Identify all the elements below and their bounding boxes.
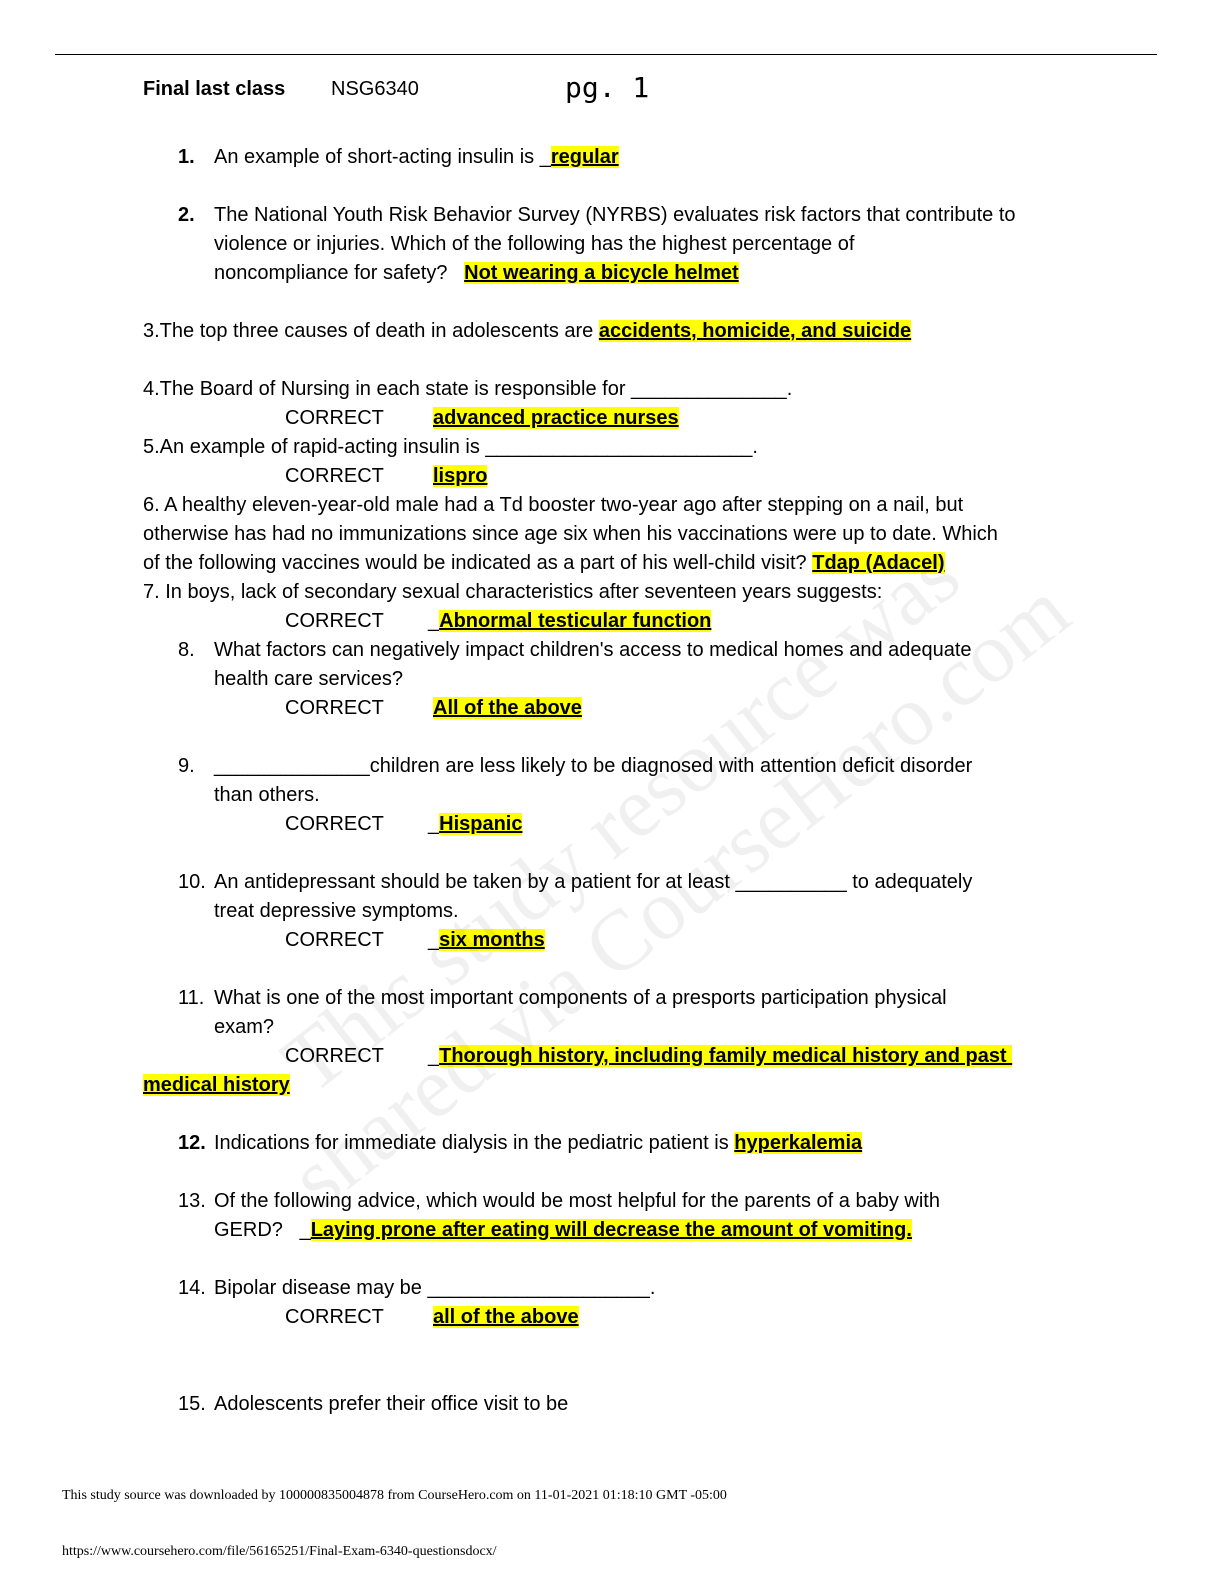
answer-row: _Thorough history, including family medi… xyxy=(428,1042,1013,1071)
answer-highlight: six months xyxy=(439,929,545,951)
answer-row: _Abnormal testicular function xyxy=(428,607,712,636)
question-number: 14. xyxy=(178,1277,206,1299)
question-11-line-2: exam? xyxy=(214,1016,275,1038)
answer-row: advanced practice nurses xyxy=(433,404,679,433)
answer-highlight: accidents, homicide, and suicide xyxy=(598,320,912,342)
download-notice: This study source was downloaded by 1000… xyxy=(62,1488,727,1503)
answer-row: lispro xyxy=(433,462,488,491)
question-6-line-2: otherwise has had no immunizations since… xyxy=(143,523,998,545)
question-number: 13. xyxy=(178,1190,206,1212)
question-text: 3.The top three causes of death in adole… xyxy=(143,320,599,342)
answer-row-continued: medical history xyxy=(143,1071,290,1100)
question-text: An example of short-acting insulin is _ xyxy=(214,146,551,168)
course-code: NSG6340 xyxy=(331,78,419,100)
question-text: What is one of the most important compon… xyxy=(214,987,947,1009)
top-rule xyxy=(55,54,1157,55)
question-2-line-3: noncompliance for safety? Not wearing a … xyxy=(214,259,739,288)
question-text: GERD? _ xyxy=(214,1219,311,1241)
question-13-line-2: GERD? _Laying prone after eating will de… xyxy=(214,1216,912,1245)
answer-highlight: All of the above xyxy=(433,697,582,719)
question-1: 1. An example of short-acting insulin is … xyxy=(178,143,619,172)
question-text: Adolescents prefer their office visit to… xyxy=(214,1393,569,1415)
question-2-line-2: violence or injuries. Which of the follo… xyxy=(214,233,855,255)
question-8-line-2: health care services? xyxy=(214,668,403,690)
question-text: The National Youth Risk Behavior Survey … xyxy=(214,204,1016,226)
answer-highlight: medical history xyxy=(143,1074,290,1096)
correct-label: CORRECT xyxy=(285,697,384,719)
question-number: 1. xyxy=(178,146,195,168)
answer-prefix: _ xyxy=(428,813,440,835)
question-15: 15. Adolescents prefer their office visit… xyxy=(178,1390,568,1419)
correct-label: CORRECT xyxy=(285,1045,384,1067)
question-6: 6. A healthy eleven-year-old male had a … xyxy=(143,494,964,516)
question-text: of the following vaccines would be indic… xyxy=(143,552,813,574)
page-number: pg. 1 xyxy=(565,71,650,104)
answer-highlight: advanced practice nurses xyxy=(433,407,679,429)
question-text: Of the following advice, which would be … xyxy=(214,1190,940,1212)
correct-label: CORRECT xyxy=(285,929,384,951)
question-10: 10. An antidepressant should be taken by … xyxy=(178,868,972,897)
answer-row: all of the above xyxy=(433,1303,579,1332)
question-9: 9. ______________children are less likely… xyxy=(178,752,972,781)
answer-highlight: Laying prone after eating will decrease … xyxy=(310,1219,912,1241)
answer-highlight: lispro xyxy=(433,465,488,487)
answer-highlight: hyperkalemia xyxy=(734,1132,863,1154)
correct-label: CORRECT xyxy=(285,813,384,835)
answer-highlight: Thorough history, including family medic… xyxy=(439,1045,1013,1067)
question-number: 12. xyxy=(178,1132,206,1154)
answer-highlight: all of the above xyxy=(433,1306,579,1328)
answer-highlight: Abnormal testicular function xyxy=(439,610,712,632)
question-11: 11. What is one of the most important com… xyxy=(178,984,947,1013)
question-number: 9. xyxy=(178,755,195,777)
correct-label: CORRECT xyxy=(285,610,384,632)
question-14: 14. Bipolar disease may be ______________… xyxy=(178,1274,655,1303)
question-text: What factors can negatively impact child… xyxy=(214,639,972,661)
question-3: 3.The top three causes of death in adole… xyxy=(143,317,912,346)
source-url[interactable]: https://www.coursehero.com/file/56165251… xyxy=(62,1544,497,1559)
question-text: Indications for immediate dialysis in th… xyxy=(214,1132,735,1154)
question-12: 12. Indications for immediate dialysis in… xyxy=(178,1129,863,1158)
answer-highlight: Not wearing a bicycle helmet xyxy=(464,262,739,284)
question-text: An antidepressant should be taken by a p… xyxy=(214,871,973,893)
answer-highlight: Tdap (Adacel) xyxy=(812,552,945,574)
question-number: 8. xyxy=(178,639,195,661)
question-2: 2. The National Youth Risk Behavior Surve… xyxy=(178,201,1016,230)
correct-label: CORRECT xyxy=(285,1306,384,1328)
question-6-line-3: of the following vaccines would be indic… xyxy=(143,549,945,578)
answer-highlight: regular xyxy=(550,146,619,168)
answer-prefix: _ xyxy=(428,929,440,951)
correct-label: CORRECT xyxy=(285,465,384,487)
document-title: Final last class xyxy=(143,78,286,100)
answer-prefix: _ xyxy=(428,610,440,632)
question-13: 13. Of the following advice, which would … xyxy=(178,1187,940,1216)
question-number: 15. xyxy=(178,1393,206,1415)
question-9-line-2: than others. xyxy=(214,784,320,806)
question-7: 7. In boys, lack of secondary sexual cha… xyxy=(143,581,883,603)
answer-prefix: _ xyxy=(428,1045,440,1067)
correct-label: CORRECT xyxy=(285,407,384,429)
answer-highlight: Hispanic xyxy=(439,813,523,835)
question-8: 8. What factors can negatively impact chi… xyxy=(178,636,972,665)
question-text: Bipolar disease may be _________________… xyxy=(214,1277,656,1299)
question-number: 11. xyxy=(178,987,205,1009)
question-number: 10. xyxy=(178,871,206,893)
answer-row: _Hispanic xyxy=(428,810,523,839)
answer-row: _six months xyxy=(428,926,545,955)
answer-row: All of the above xyxy=(433,694,582,723)
question-5: 5.An example of rapid-acting insulin is … xyxy=(143,436,758,458)
question-number: 2. xyxy=(178,204,195,226)
question-4: 4.The Board of Nursing in each state is … xyxy=(143,378,793,400)
question-text: ______________children are less likely t… xyxy=(214,755,973,777)
question-text: noncompliance for safety? xyxy=(214,262,465,284)
question-10-line-2: treat depressive symptoms. xyxy=(214,900,459,922)
